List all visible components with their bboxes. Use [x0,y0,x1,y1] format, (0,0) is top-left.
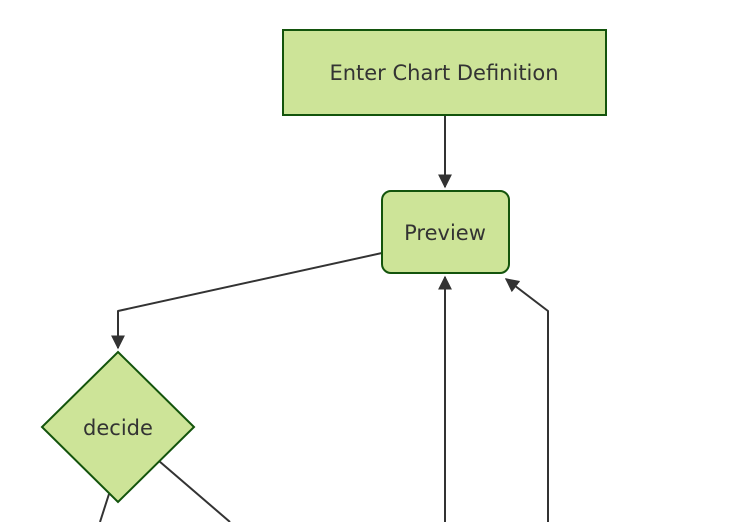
edge-decide-to-offscreen-bottom-left [99,493,110,522]
node-preview [381,190,510,274]
edge-offscreen-bottom-right-to-preview [504,278,549,522]
node-decide-label: decide [83,416,153,440]
node-preview-label: Preview [404,221,486,245]
node-enter-chart-definition-label: Enter Chart Definition [329,61,558,85]
edge-decide-to-offscreen-bottom-right [158,460,231,522]
node-enter-chart-definition [282,29,607,116]
edge-preview-to-decide [111,252,383,350]
node-decide [40,350,196,504]
